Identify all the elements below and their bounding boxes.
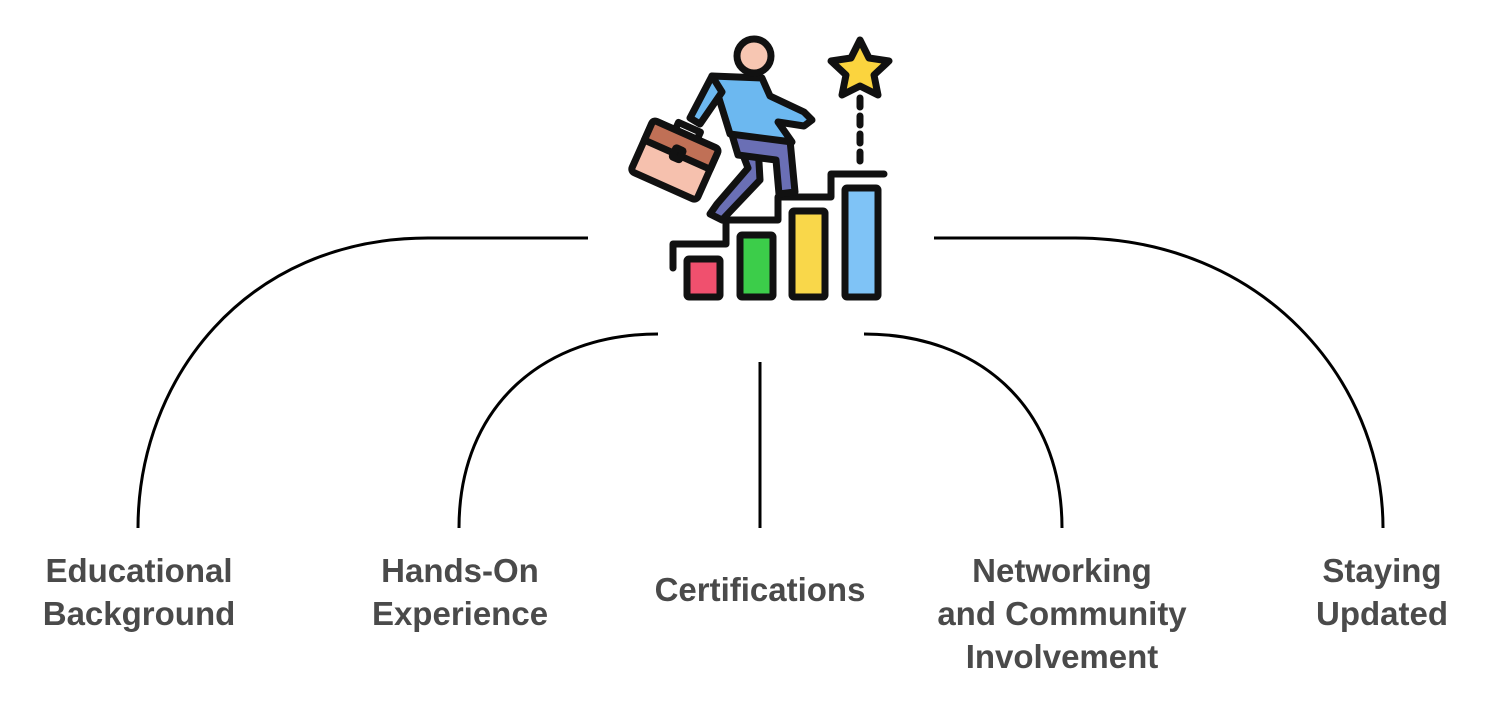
briefcase-icon xyxy=(628,117,722,203)
bar-yellow-icon xyxy=(788,207,829,301)
bar-green-icon xyxy=(736,231,777,301)
label-educational-background: Educational Background xyxy=(43,549,236,635)
label-hands-on-experience: Hands-On Experience xyxy=(372,549,548,635)
head-icon xyxy=(733,35,775,77)
label-line: Certifications xyxy=(654,571,866,608)
label-line: Educational xyxy=(45,552,233,589)
label-line: Networking xyxy=(972,552,1152,589)
arm-icon xyxy=(686,72,726,128)
label-line: Background xyxy=(42,595,236,632)
connector-staying-updated xyxy=(934,236,1385,529)
connector-networking-community xyxy=(863,332,1064,529)
stair-outline-icon xyxy=(669,170,888,272)
label-certifications: Certifications xyxy=(655,568,866,611)
bar-red-icon xyxy=(683,255,724,301)
torso-icon xyxy=(708,72,816,146)
label-line: Involvement xyxy=(965,638,1159,675)
label-networking-community-involvement: Networking and Community Involvement xyxy=(937,549,1186,678)
label-line: Staying xyxy=(1322,552,1442,589)
career-growth-icon xyxy=(628,35,893,301)
label-line: Updated xyxy=(1316,595,1448,632)
label-staying-updated: Staying Updated xyxy=(1316,549,1448,635)
star-icon xyxy=(827,36,893,99)
label-line: and Community xyxy=(937,595,1187,632)
bar-blue-icon xyxy=(841,184,882,301)
connector-educational-background xyxy=(136,236,588,529)
label-line: Experience xyxy=(371,595,549,632)
label-line: Hands-On xyxy=(381,552,539,589)
connector-hands-on-experience xyxy=(457,332,659,529)
